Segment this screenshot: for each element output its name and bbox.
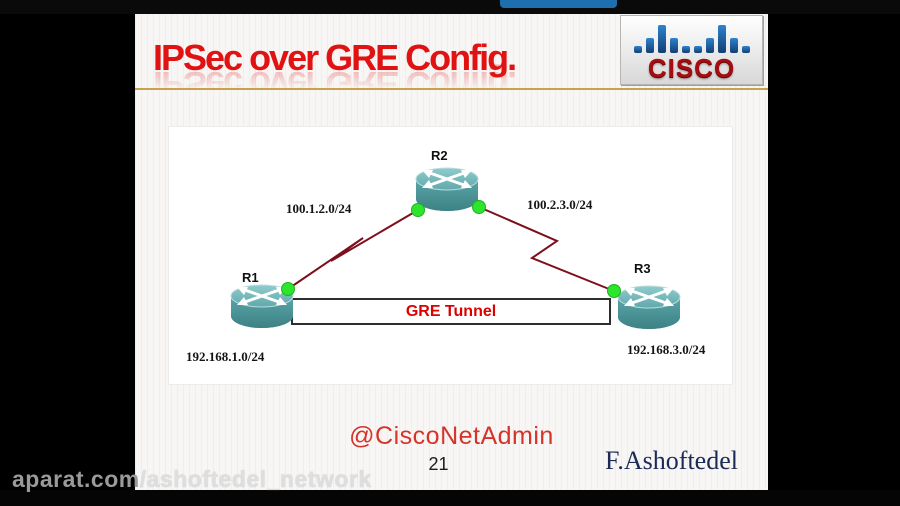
cisco-bridge-icon [633, 23, 750, 53]
slide: IPSec over GRE Config. CISCO GRE Tunnel [135, 14, 768, 490]
author-signature: F.Ashoftedel [605, 446, 738, 475]
video-progress-segment[interactable] [500, 0, 617, 8]
lan-subnet-label-r3: 192.168.3.0/24 [627, 342, 706, 357]
topology-canvas: GRE Tunnel [168, 126, 733, 385]
watermark-site: aparat.com [12, 466, 140, 492]
title-underline [135, 88, 768, 90]
router-icon [617, 285, 681, 329]
gre-tunnel-label: GRE Tunnel [405, 302, 497, 320]
router-icon [415, 167, 479, 211]
lan-subnet-label-r1: 192.168.1.0/24 [186, 349, 265, 364]
link-r1-r2 [287, 209, 419, 290]
top-bar [0, 0, 900, 14]
cisco-wordmark: CISCO [647, 53, 736, 83]
slide-title: IPSec over GRE Config. [153, 37, 517, 78]
link-subnet-label-r1-r2: 100.1.2.0/24 [286, 201, 352, 216]
router-r1[interactable] [229, 284, 295, 330]
link-subnet-label-r2-r3: 100.2.3.0/24 [527, 197, 593, 212]
router-r2-label: R2 [431, 148, 448, 163]
bottom-bar [0, 490, 900, 506]
watermark: aparat.com/ashoftedel_network [12, 466, 372, 493]
router-r3-label: R3 [634, 261, 651, 276]
link-lines [287, 206, 615, 292]
router-icon [230, 284, 294, 328]
router-r3[interactable] [616, 285, 682, 331]
router-r2[interactable] [414, 167, 480, 213]
router-r1-label: R1 [242, 270, 259, 285]
twitter-handle: @CiscoNetAdmin [349, 422, 554, 450]
page-number: 21 [428, 454, 449, 474]
watermark-channel: /ashoftedel_network [139, 466, 372, 492]
gre-tunnel-box: GRE Tunnel [291, 298, 611, 325]
cisco-logo: CISCO [620, 15, 763, 85]
link-r2-r3 [478, 206, 615, 292]
